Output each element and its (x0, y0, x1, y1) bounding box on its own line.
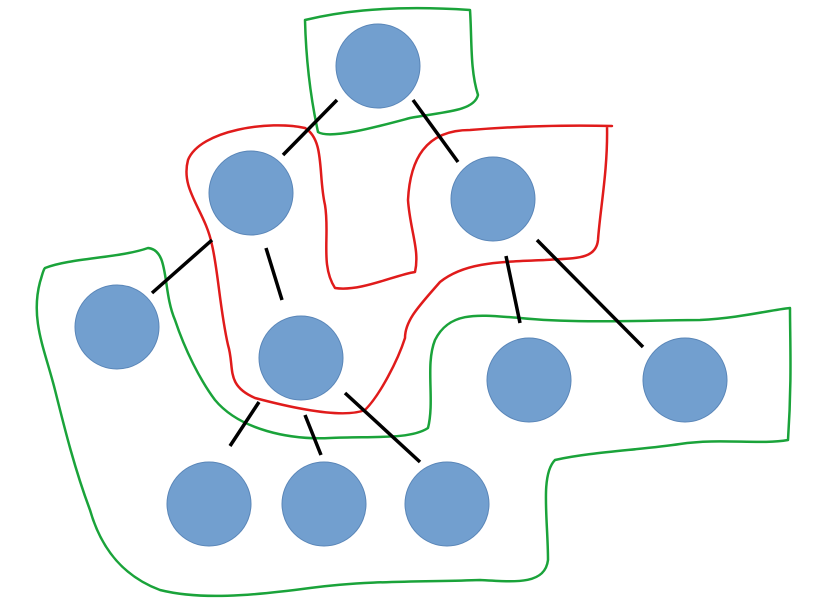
edge-n2-n5 (264, 247, 284, 301)
region-outlines (35, 6, 792, 598)
node-n5 (258, 315, 344, 401)
node-group (74, 23, 728, 547)
region-bottom (35, 246, 792, 598)
edge-n5-n10 (343, 391, 422, 464)
node-n10 (404, 461, 490, 547)
node-n4 (74, 284, 160, 370)
node-n6 (486, 337, 572, 423)
node-n8 (166, 461, 252, 547)
node-n3 (450, 156, 536, 242)
edge-n3-n6 (504, 255, 522, 324)
node-n2 (208, 150, 294, 236)
node-n9 (281, 461, 367, 547)
edge-n3-n7 (535, 238, 645, 349)
edge-n1-n2 (281, 98, 339, 157)
edge-group (150, 98, 645, 464)
node-n1 (335, 23, 421, 109)
edge-n1-n3 (411, 98, 460, 164)
region-middle (185, 124, 614, 415)
edge-n5-n9 (303, 414, 323, 456)
edge-n2-n4 (150, 238, 214, 295)
edge-n5-n8 (228, 401, 261, 447)
node-n7 (642, 337, 728, 423)
region-top (303, 6, 480, 136)
